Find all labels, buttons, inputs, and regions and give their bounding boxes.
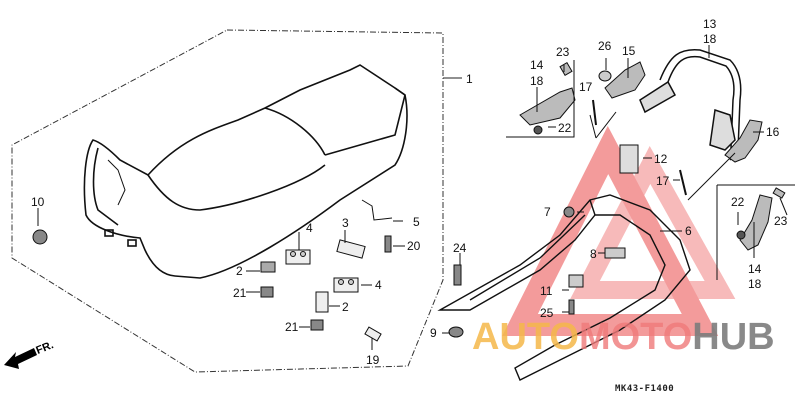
rear-cowl-icon bbox=[437, 194, 691, 381]
callout-23: 23 bbox=[774, 214, 788, 228]
callout-7: 7 bbox=[544, 205, 551, 219]
diagram-code: MK43-F1400 bbox=[615, 384, 675, 394]
callout-14: 14 bbox=[748, 262, 762, 276]
callout-14: 14 bbox=[530, 58, 544, 72]
callout-22: 22 bbox=[558, 121, 572, 135]
callout-4: 4 bbox=[306, 221, 313, 235]
callout-12: 12 bbox=[654, 152, 668, 166]
callout-16: 16 bbox=[766, 125, 780, 139]
callout-14-18: 18 bbox=[748, 277, 762, 291]
callout-17: 17 bbox=[579, 80, 593, 94]
callout-14-18: 18 bbox=[530, 74, 544, 88]
callout-22: 22 bbox=[731, 195, 745, 209]
callout-13: 13 bbox=[703, 17, 717, 31]
callout-10: 10 bbox=[31, 195, 45, 209]
grip-handles bbox=[519, 61, 786, 315]
seat-group-outline bbox=[11, 29, 444, 373]
callout-20: 20 bbox=[407, 239, 421, 253]
callout-25: 25 bbox=[540, 306, 554, 320]
callout-6: 6 bbox=[685, 224, 692, 238]
callout-2: 2 bbox=[236, 264, 243, 278]
callout-11: 11 bbox=[540, 284, 553, 298]
callout-8: 8 bbox=[590, 247, 597, 261]
callout-9: 9 bbox=[430, 326, 437, 340]
callout-3: 3 bbox=[342, 216, 349, 230]
callout-21: 21 bbox=[233, 286, 247, 300]
watermark-logo: AUTOMOTOHUB bbox=[472, 317, 775, 357]
callout-19: 19 bbox=[366, 353, 380, 367]
callout-23: 23 bbox=[556, 45, 570, 59]
callout-17: 17 bbox=[656, 174, 670, 188]
callout-5: 5 bbox=[413, 215, 420, 229]
callout-21: 21 bbox=[285, 320, 299, 334]
seat-icon bbox=[83, 64, 408, 279]
callout-26: 26 bbox=[598, 39, 612, 53]
callout-24: 24 bbox=[453, 241, 467, 255]
watermark-moto: MOTO bbox=[578, 316, 693, 358]
watermark-auto: AUTO bbox=[472, 316, 579, 358]
grab-bar-icon bbox=[639, 48, 742, 161]
callout-15: 15 bbox=[622, 44, 636, 58]
front-direction-arrow-icon bbox=[4, 348, 37, 369]
callout-13-18: 18 bbox=[703, 32, 717, 46]
seat-hardware bbox=[32, 199, 464, 342]
watermark-triangle-icon bbox=[502, 125, 736, 336]
callout-1: 1 bbox=[466, 72, 473, 86]
callout-2: 2 bbox=[342, 300, 349, 314]
watermark-hub: HUB bbox=[692, 316, 775, 358]
callout-4: 4 bbox=[375, 278, 382, 292]
